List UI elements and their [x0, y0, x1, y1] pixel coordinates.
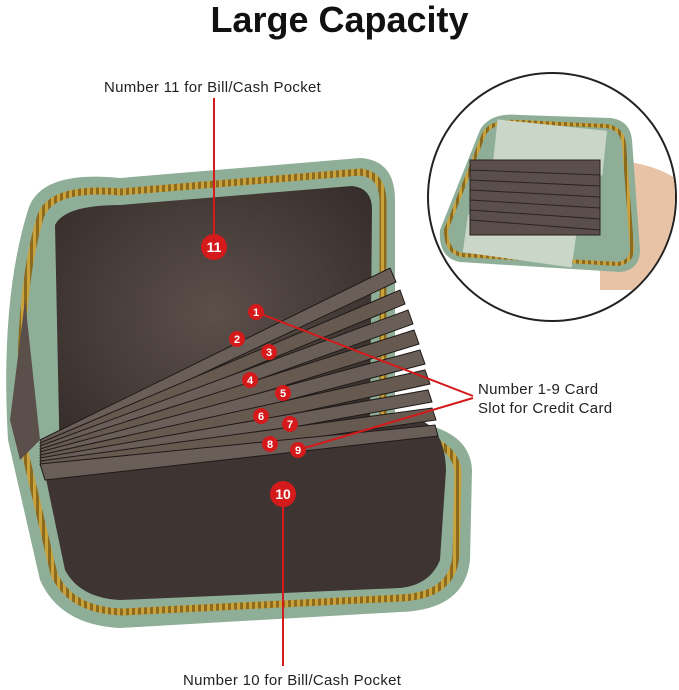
svg-text:6: 6 [258, 411, 264, 423]
svg-text:7: 7 [287, 419, 293, 431]
svg-text:11: 11 [207, 239, 222, 255]
svg-text:3: 3 [266, 347, 272, 359]
card-slots-label-line2: Slot for Credit Card [478, 400, 613, 417]
svg-text:1: 1 [253, 307, 259, 319]
svg-text:9: 9 [295, 445, 301, 457]
badge-11: 11 [201, 234, 227, 260]
card-slots [39, 267, 439, 481]
badge-7: 7 [282, 416, 298, 432]
badge-9: 9 [290, 442, 306, 458]
bill-pocket-10-label: Number 10 for Bill/Cash Pocket [183, 672, 402, 689]
svg-text:2: 2 [234, 334, 240, 346]
svg-text:5: 5 [280, 388, 286, 400]
bill-pocket-11-label: Number 11 for Bill/Cash Pocket [104, 79, 322, 96]
badge-4: 4 [242, 372, 258, 388]
badge-1: 1 [248, 304, 264, 320]
inset-photo [427, 72, 677, 322]
badge-6: 6 [253, 408, 269, 424]
badge-2: 2 [229, 331, 245, 347]
card-slots-label-line1: Number 1-9 Card [478, 381, 599, 398]
svg-text:4: 4 [247, 375, 254, 387]
badge-3: 3 [261, 344, 277, 360]
svg-text:8: 8 [267, 439, 273, 451]
badge-5: 5 [275, 385, 291, 401]
badge-10: 10 [270, 481, 296, 507]
svg-text:10: 10 [275, 486, 291, 502]
wallet-main [6, 158, 472, 628]
page-title: Large Capacity [210, 0, 469, 40]
card-slots-label: Number 1-9 Card Slot for Credit Card [478, 380, 658, 418]
leader-lines [213, 98, 474, 666]
badge-8: 8 [262, 436, 278, 452]
